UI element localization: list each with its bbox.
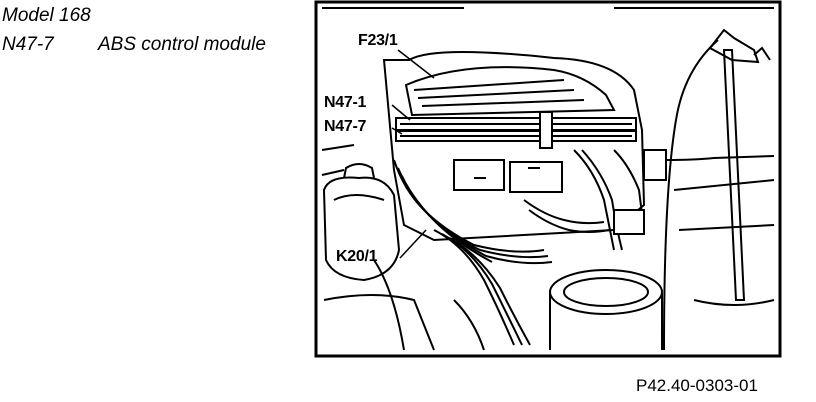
figure-reference-number: P42.40-0303-01 [636,376,758,395]
caption-component-name: ABS control module [98,34,266,55]
label-f23-1: F23/1 [358,32,398,49]
label-n47-1: N47-1 [324,94,367,111]
engine-bay-drawing [314,0,782,358]
caption-component-code: N47-7 [2,34,54,55]
label-n47-7: N47-7 [324,118,367,135]
engine-bay-illustration: F23/1 N47-1 N47-7 K20/1 [314,0,784,360]
caption-model: Model 168 [2,5,91,26]
label-k20-1: K20/1 [336,248,378,265]
